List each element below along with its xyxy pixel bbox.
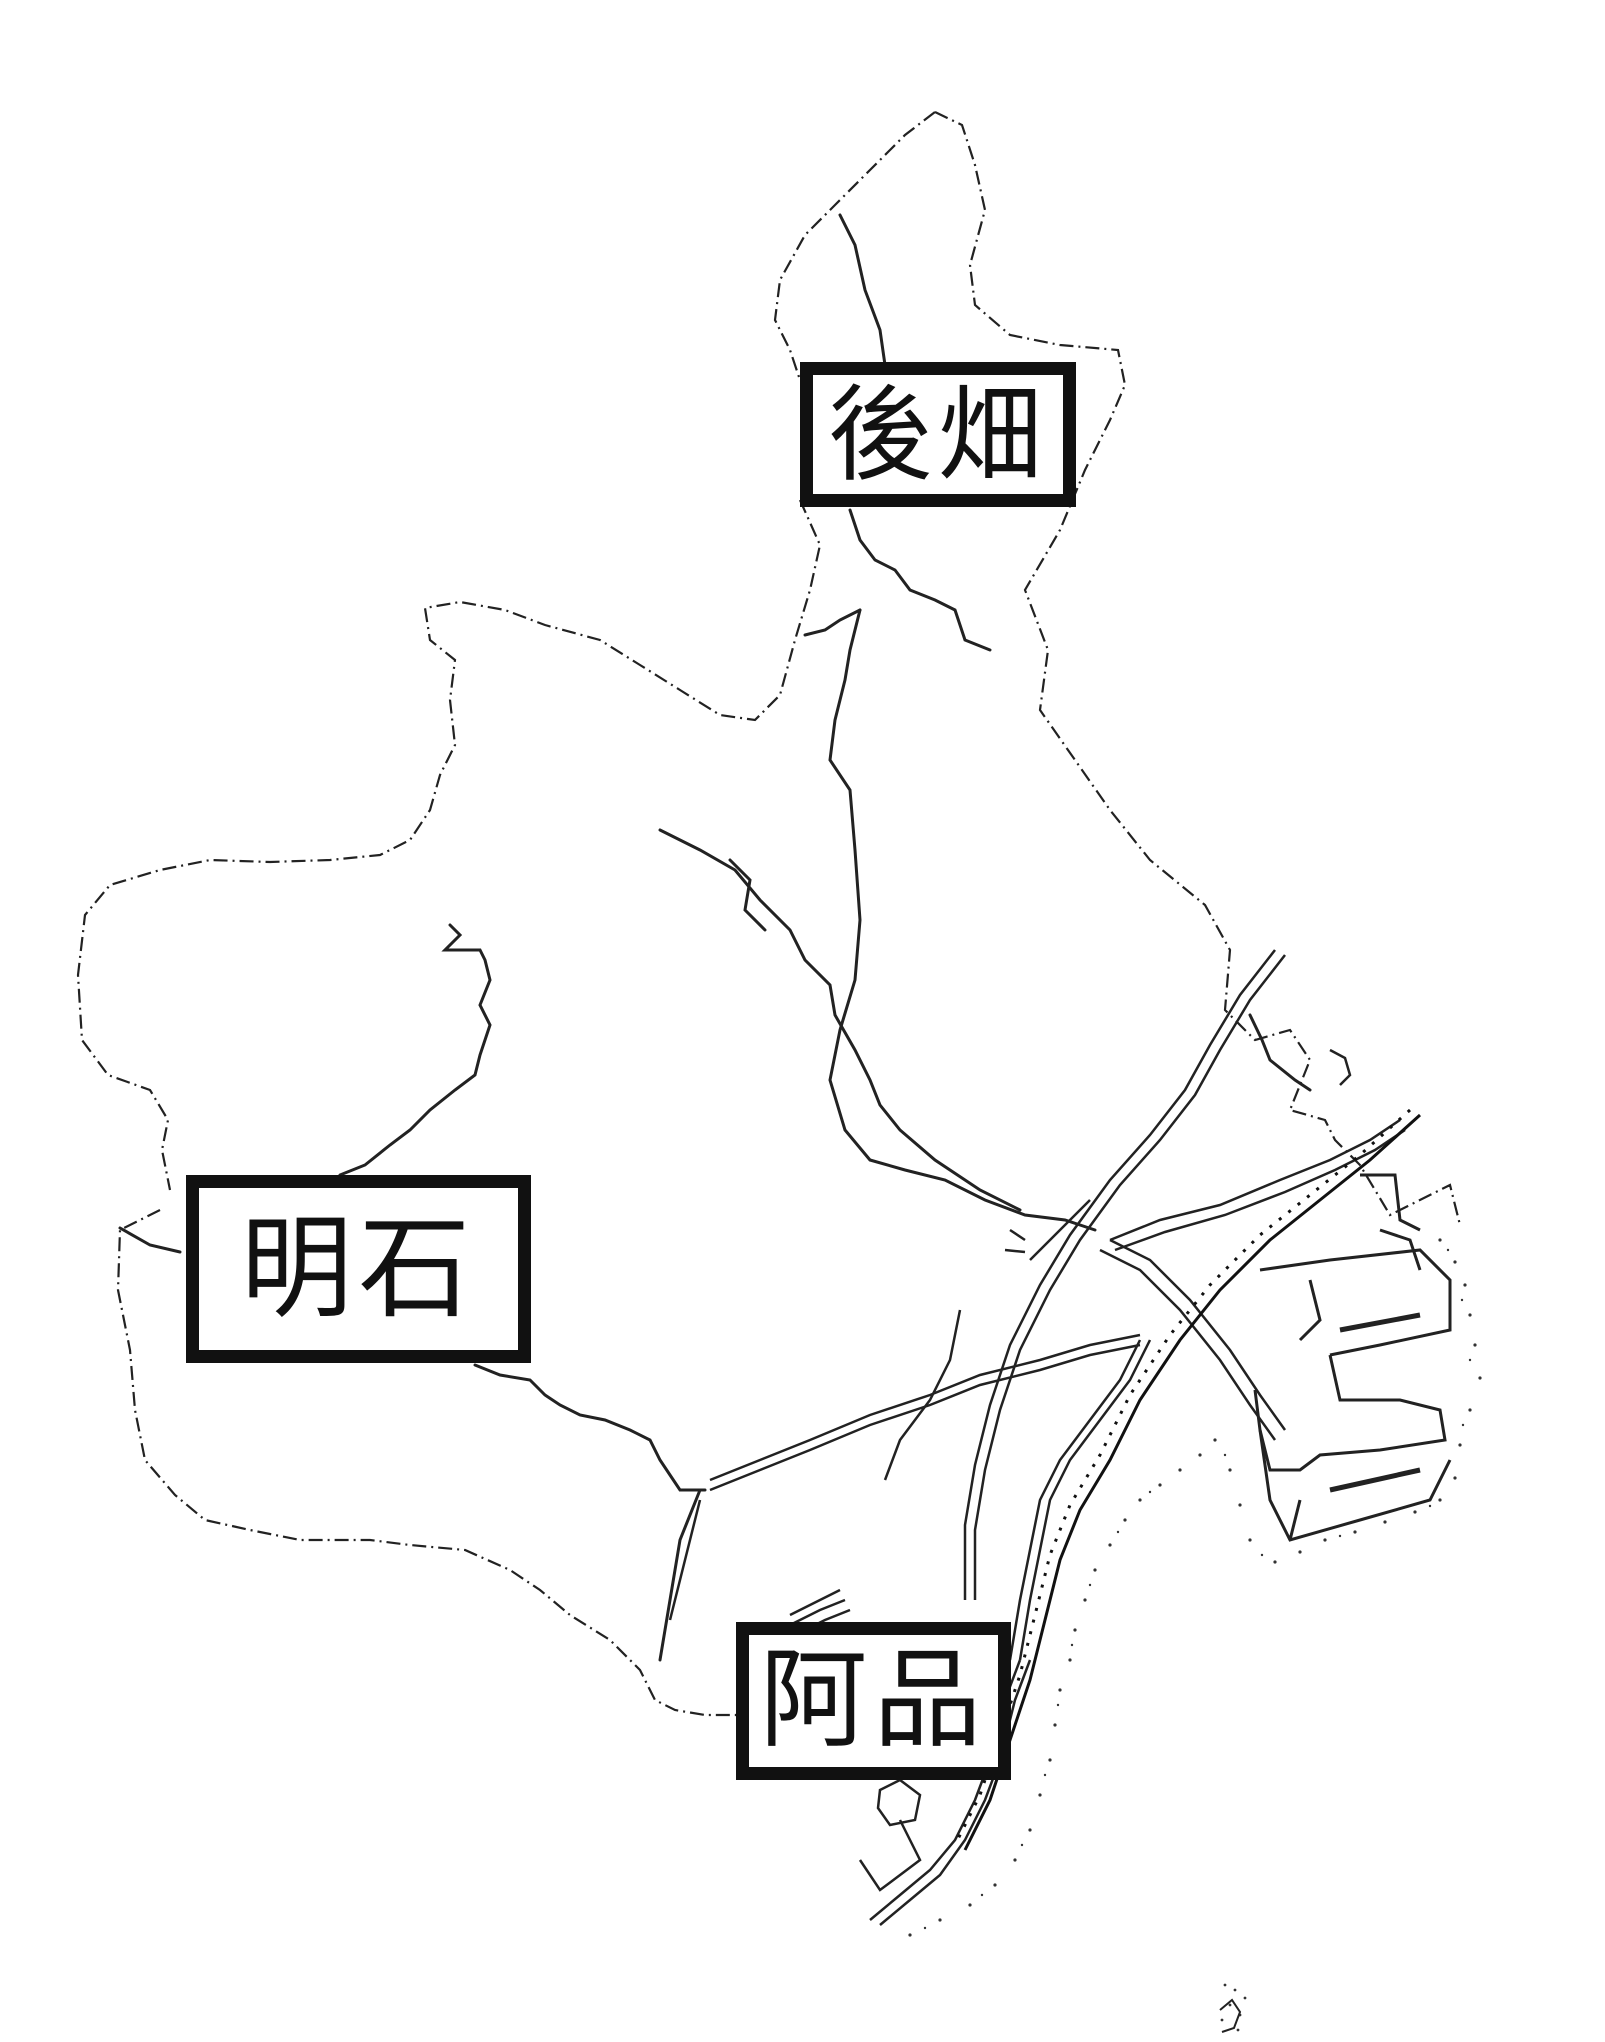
place-label-ajina: 阿品 (736, 1622, 1011, 1780)
place-label-ushirohata: 後畑 (800, 362, 1076, 507)
railway (953, 1108, 1422, 1851)
district-boundary (76, 111, 1462, 1717)
coastline-stipple (908, 1238, 1482, 2032)
harbor-structures (1253, 1173, 1452, 1542)
place-label-ushirohata-text: 後畑 (827, 373, 1048, 496)
roads (668, 949, 1406, 1926)
place-label-akashi-text: 明石 (240, 1204, 477, 1334)
ajina-built-area (789, 1048, 1352, 1892)
place-label-akashi: 明石 (186, 1175, 531, 1363)
island-outline (1219, 1998, 1242, 2033)
rivers (118, 213, 1312, 1662)
place-label-ajina-text: 阿品 (759, 1638, 988, 1763)
